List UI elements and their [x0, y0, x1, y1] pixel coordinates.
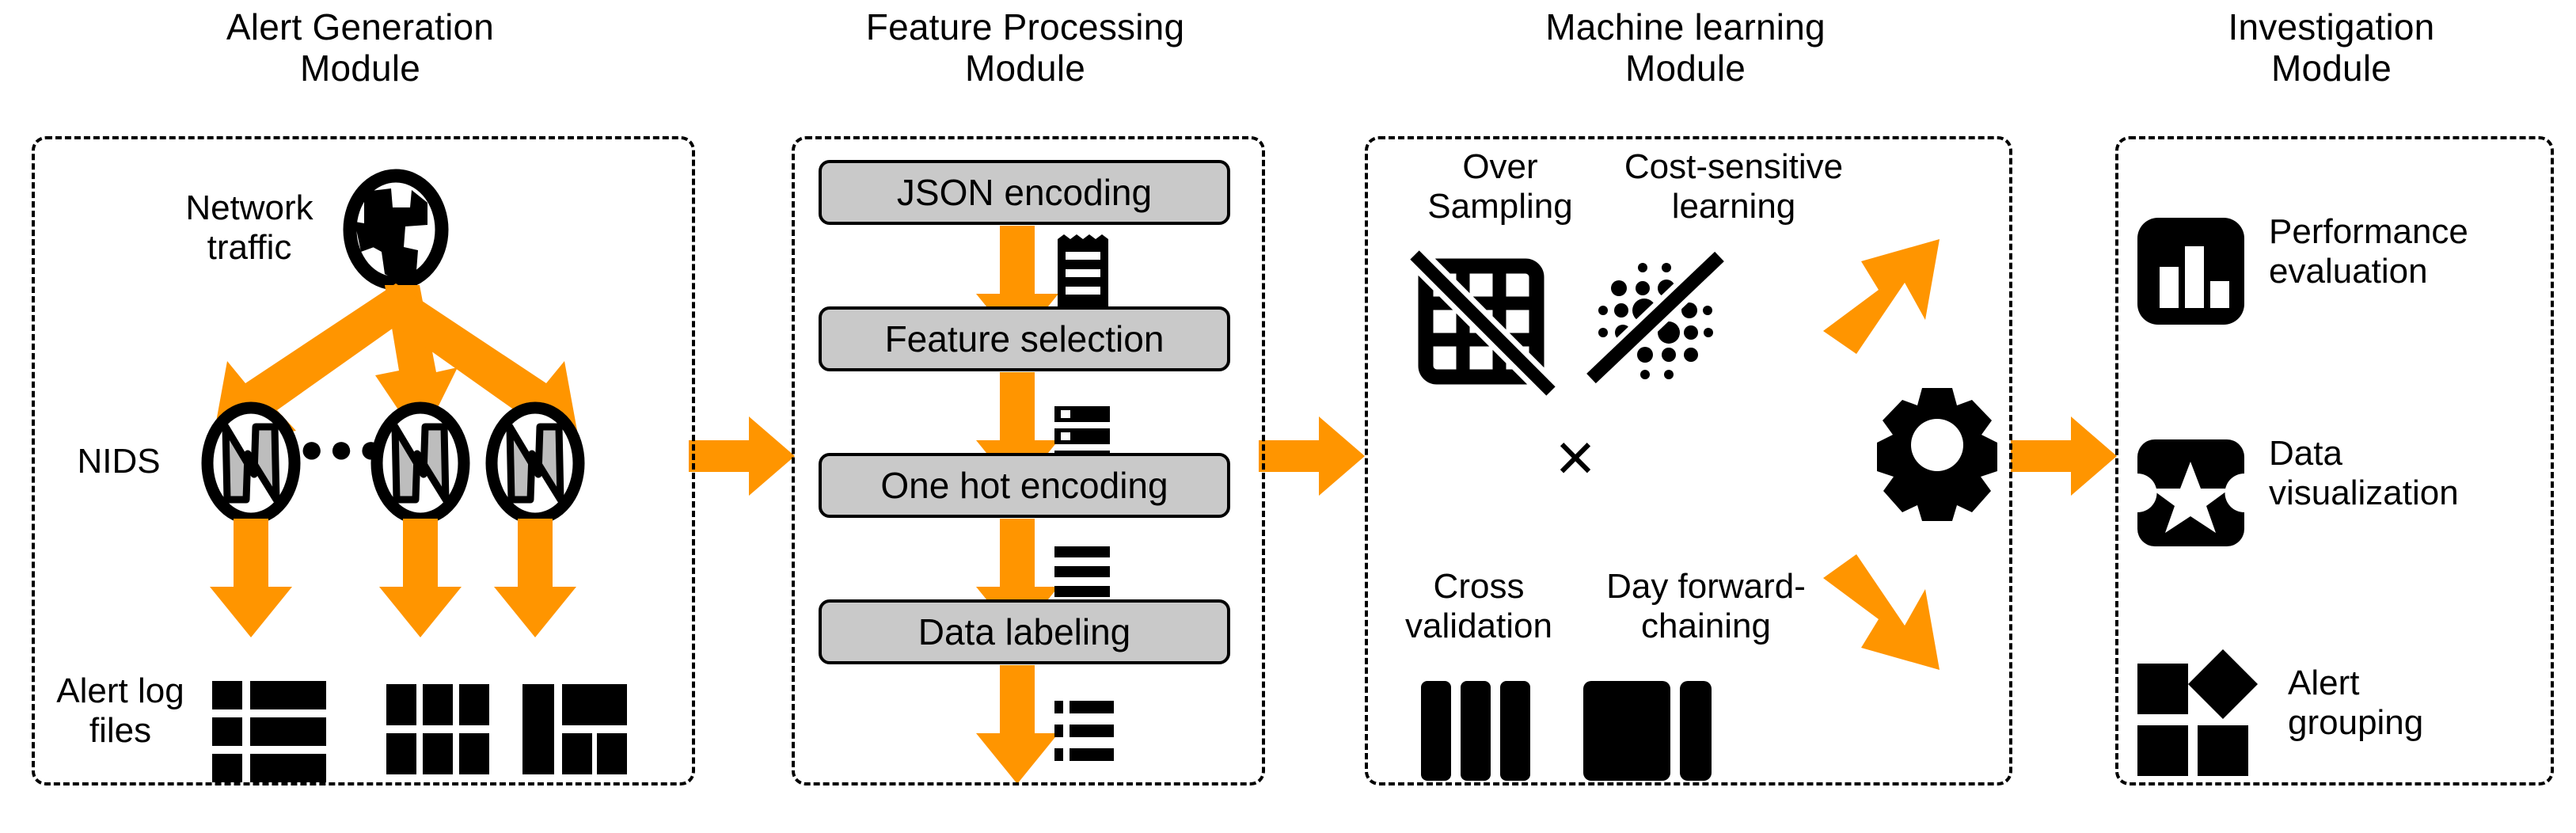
network-traffic-label: Network traffic: [185, 188, 313, 267]
module-box-investigation: [2115, 136, 2554, 785]
alert-grouping-label: Alert grouping: [2288, 664, 2424, 742]
alert-log-files-label: Alert log files: [56, 671, 184, 750]
arrow-right-icon: [689, 416, 795, 496]
module-title-alert-generation: Alert Generation Module: [226, 6, 495, 89]
data-visualization-label: Data visualization: [2269, 434, 2459, 512]
multiply-operator: ×: [1555, 420, 1596, 496]
step-one-hot-encoding[interactable]: One hot encoding: [819, 453, 1230, 518]
step-json-encoding[interactable]: JSON encoding: [819, 160, 1230, 225]
performance-evaluation-label: Performance evaluation: [2269, 212, 2468, 291]
module-title-investigation: Investigation Module: [2228, 6, 2435, 89]
over-sampling-label: Over Sampling: [1427, 147, 1573, 226]
nids-label: NIDS: [77, 442, 161, 481]
arrow-right-icon: [2011, 416, 2117, 496]
nids-ellipsis: ●●●: [299, 426, 389, 472]
module-box-feature-processing: [792, 136, 1265, 785]
module-title-feature-processing: Feature Processing Module: [865, 6, 1185, 89]
cost-sensitive-learning-label: Cost-sensitive learning: [1624, 147, 1844, 226]
arrow-right-icon: [1259, 416, 1365, 496]
step-data-labeling[interactable]: Data labeling: [819, 599, 1230, 664]
step-feature-selection[interactable]: Feature selection: [819, 306, 1230, 371]
module-box-alert-generation: [32, 136, 695, 785]
module-box-machine-learning: [1365, 136, 2012, 785]
module-title-machine-learning: Machine learning Module: [1545, 6, 1826, 89]
day-forward-chaining-label: Day forward- chaining: [1606, 567, 1806, 645]
cross-validation-label: Cross validation: [1405, 567, 1552, 645]
